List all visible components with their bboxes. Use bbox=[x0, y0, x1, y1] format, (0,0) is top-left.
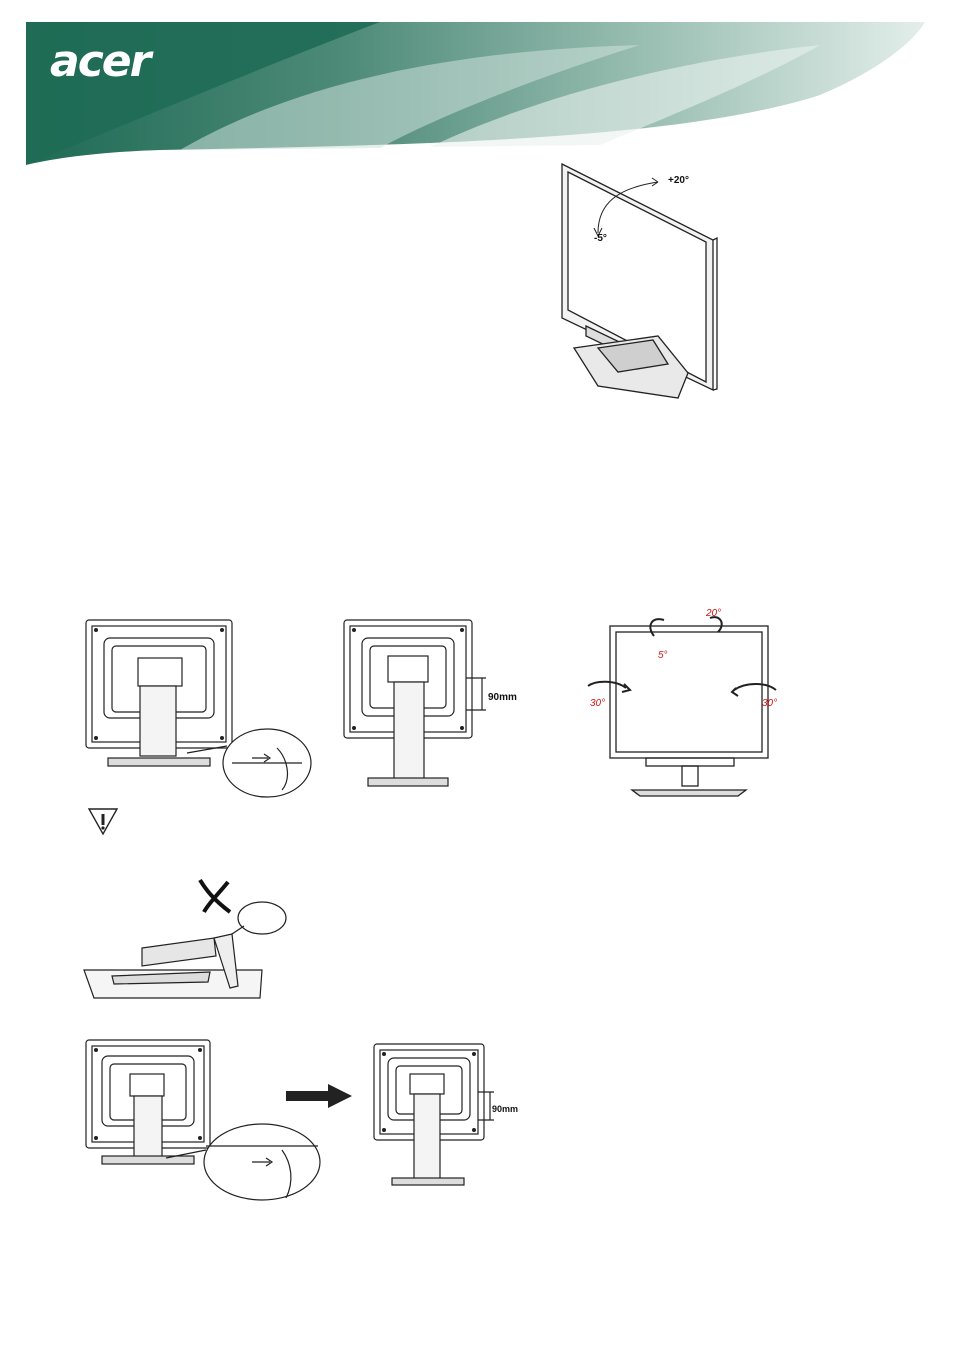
monitor-tilt-illustration: +20° -5° bbox=[558, 158, 718, 403]
monitor-release-figure bbox=[82, 618, 317, 800]
wrong-handling-illustration bbox=[82, 876, 294, 1000]
header-banner: acer bbox=[0, 0, 954, 170]
lower-release-illustration bbox=[82, 1038, 322, 1203]
monitor-height-figure: 90mm bbox=[340, 618, 525, 793]
lower-height-illustration: 90mm bbox=[370, 1042, 530, 1190]
right-arrow-icon bbox=[284, 1082, 354, 1110]
monitor-back-release-illustration bbox=[82, 618, 317, 800]
warning-triangle-icon bbox=[86, 806, 120, 836]
swivel-tilt-down-label: 5° bbox=[658, 650, 668, 661]
height-label: 90mm bbox=[488, 692, 517, 703]
swivel-left-label: 30° bbox=[590, 698, 605, 709]
wrong-handling-figure bbox=[82, 876, 294, 1000]
lower-release-figure bbox=[82, 1038, 322, 1203]
monitor-swivel-figure: 20° 5° 30° 30° bbox=[586, 604, 786, 800]
lower-height-label: 90mm bbox=[492, 1104, 518, 1114]
lower-height-figure: 90mm bbox=[370, 1042, 530, 1190]
x-mark-icon bbox=[200, 880, 230, 912]
brand-logo: acer bbox=[50, 36, 149, 87]
swivel-right-label: 30° bbox=[762, 698, 777, 709]
monitor-tilt-figure: +20° -5° bbox=[558, 158, 718, 403]
tilt-down-label: -5° bbox=[594, 233, 607, 244]
tilt-up-label: +20° bbox=[668, 175, 689, 186]
monitor-height-illustration: 90mm bbox=[340, 618, 525, 793]
monitor-swivel-illustration: 20° 5° 30° 30° bbox=[586, 604, 786, 800]
swivel-tilt-up-label: 20° bbox=[705, 608, 721, 619]
